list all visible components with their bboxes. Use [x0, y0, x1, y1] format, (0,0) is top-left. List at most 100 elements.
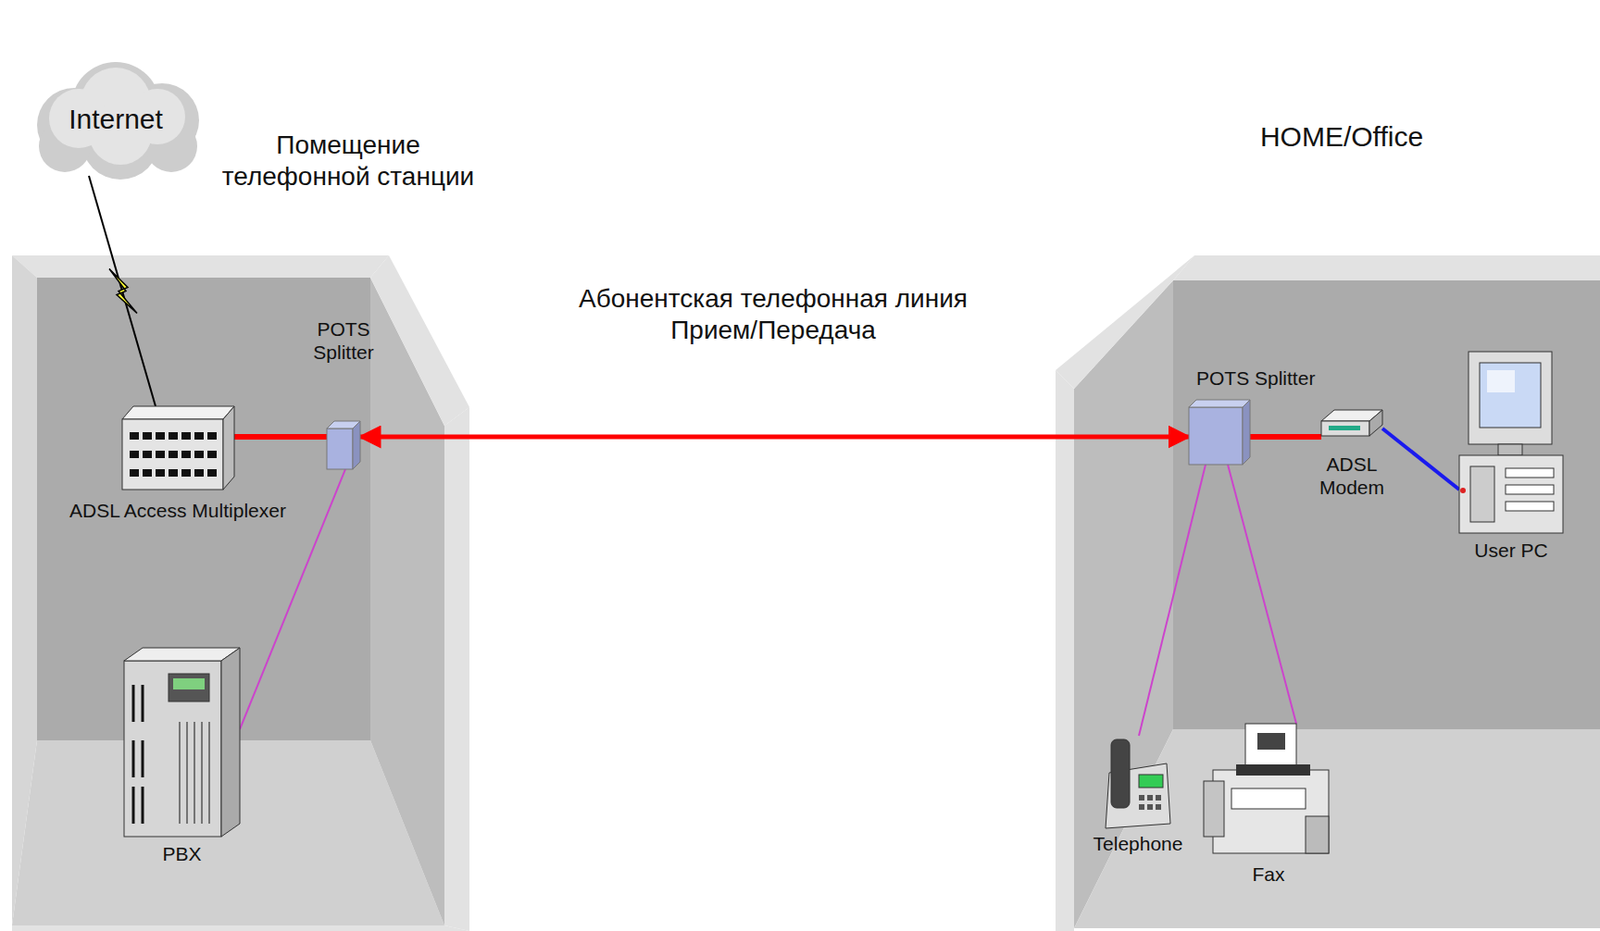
splitter-side [1242, 400, 1250, 465]
pc-drive [1505, 468, 1554, 478]
monitor-stand [1498, 444, 1523, 456]
lightning-bolt [109, 269, 138, 314]
exchange-room: ADSL Access Multiplexer POTS SplitterPBX П… [12, 129, 522, 931]
monitor-glare [1487, 370, 1515, 393]
cabinet-slot [208, 722, 211, 825]
connector [360, 437, 1189, 438]
device-port [155, 469, 165, 477]
phone-key [1155, 804, 1162, 811]
device-front [122, 419, 224, 490]
device-port [142, 450, 152, 459]
device-label: Internet [27, 102, 204, 137]
wall-rim [12, 925, 470, 931]
pc-port [1460, 487, 1466, 494]
device-port [207, 432, 217, 440]
device-port [155, 450, 165, 459]
connector [1250, 437, 1322, 438]
splitter-front [326, 428, 353, 470]
line-label: Абонентская телефонная линия Прием/Перед… [532, 283, 1014, 346]
phone-key [1147, 795, 1153, 801]
cabinet-front [124, 661, 222, 838]
device-port [129, 432, 139, 440]
device-port [181, 469, 191, 477]
fax-handset [1203, 781, 1225, 838]
device-side [223, 406, 235, 490]
cabinet-slot [132, 787, 136, 825]
dslam-device-icon [122, 406, 235, 490]
wall-rim [1173, 255, 1600, 281]
connector [234, 437, 327, 438]
user-pc-icon [1459, 351, 1563, 534]
adsl-modem: ADSL Modem [1321, 404, 1383, 448]
splitter-device-icon [1188, 400, 1250, 465]
splitter-device: POTS Splitter [1188, 400, 1250, 465]
device-port [194, 469, 204, 477]
fax-side [1305, 816, 1329, 854]
cabinet-slot [132, 685, 136, 723]
phone-handset [1111, 739, 1130, 809]
device-port [181, 432, 191, 440]
telephone-icon [1101, 736, 1175, 829]
wall-rim [12, 255, 389, 278]
dslam-device: ADSL Access Multiplexer [122, 406, 235, 490]
cabinet-slot [132, 740, 136, 778]
wall-rim [1055, 370, 1075, 931]
device-port [181, 450, 191, 459]
device-label: Fax [1203, 862, 1334, 887]
device-port [168, 469, 178, 477]
monitor-case [1468, 351, 1552, 445]
splitter-side [352, 421, 361, 470]
splitter-device-icon [326, 421, 361, 470]
phone-key [1155, 795, 1162, 801]
device-top [122, 406, 235, 420]
phone-key [1138, 804, 1145, 811]
connector [1382, 428, 1460, 490]
device-port [129, 469, 139, 477]
phone-display [1138, 775, 1163, 788]
device-port [194, 432, 204, 440]
connector-line [1138, 464, 1206, 737]
cabinet-slot [141, 740, 145, 778]
phone-key [1147, 804, 1153, 811]
device-label: PBX [124, 842, 240, 866]
internet-cloud: Internet [27, 55, 204, 176]
fax-machine: Fax [1203, 724, 1334, 859]
device-port [168, 450, 178, 459]
modem-side [1369, 410, 1383, 437]
wall-rim [12, 255, 38, 926]
device-port [142, 469, 152, 477]
device-port [168, 432, 178, 440]
splitter-front [1188, 407, 1243, 465]
pc-case [1459, 455, 1563, 534]
wall-rim [1055, 255, 1195, 389]
wall-rim [370, 255, 470, 426]
cabinet-slot [193, 722, 196, 825]
adsl-modem-icon [1321, 404, 1383, 448]
connector-line [360, 435, 1189, 440]
connector [1227, 464, 1297, 725]
cabinet-slot [200, 722, 203, 825]
device-port [142, 432, 152, 440]
device-label: User PC [1459, 538, 1563, 563]
splitter-device: POTS Splitter [326, 421, 361, 470]
connector [88, 175, 156, 407]
device-label: Telephone [1074, 832, 1202, 856]
fax-body [1212, 770, 1329, 854]
pc-drive [1505, 485, 1554, 495]
room-heading: Помещение телефонной станции [213, 129, 483, 192]
connector-line [1227, 464, 1297, 725]
device-label: ADSL Access Multiplexer [38, 499, 317, 523]
connector-line [1382, 428, 1460, 490]
device-label: POTS Splitter [289, 317, 398, 364]
device-label: POTS Splitter [1196, 366, 1382, 390]
device-port [207, 469, 217, 477]
modem-front [1321, 421, 1370, 437]
connector-line [1250, 434, 1322, 440]
pbx-cabinet: PBX [124, 648, 240, 838]
room-heading: HOME/Office [1202, 120, 1481, 154]
home-room: POTS SplitterADSL ModemUser PCTelephoneF… [1055, 120, 1600, 931]
device-port [207, 450, 217, 459]
user-pc: User PC [1459, 351, 1563, 534]
floor [1074, 729, 1600, 929]
modem-led [1328, 425, 1361, 431]
